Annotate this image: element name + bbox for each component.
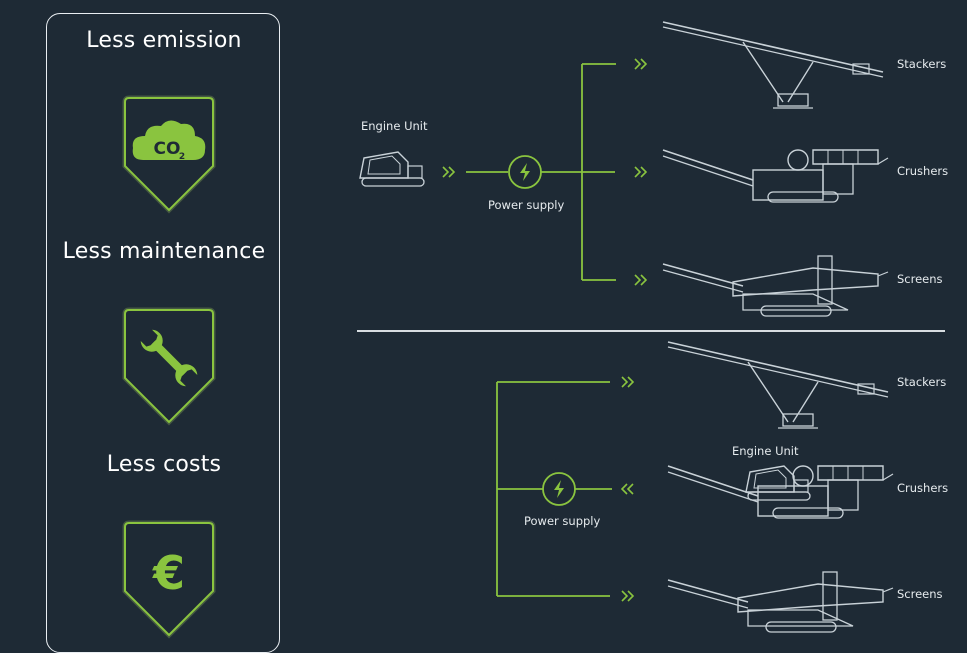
benefit-title-maintenance: Less maintenance xyxy=(62,239,266,264)
bottom-chevron-stackers xyxy=(621,376,634,388)
co2-subscript: 2 xyxy=(179,152,185,162)
bottom-stackers-label: Stackers xyxy=(897,375,947,389)
co2-cloud-icon: CO 2 xyxy=(122,95,216,214)
benefits-panel: Less emission CO 2 Less maintenance Less… xyxy=(46,13,280,653)
bottom-power-supply-label: Power supply xyxy=(524,514,601,528)
top-screens-label: Screens xyxy=(897,272,943,286)
benefit-title-costs: Less costs xyxy=(106,452,222,477)
top-chevron-stackers xyxy=(634,58,647,70)
top-chevron-engine xyxy=(442,166,455,178)
top-power-supply-icon xyxy=(508,155,542,189)
bottom-chevron-screens xyxy=(621,590,634,602)
euro-symbol: € xyxy=(152,546,185,600)
bottom-stacker-machine xyxy=(667,341,889,429)
top-power-supply-label: Power supply xyxy=(488,198,565,212)
euro-icon: € xyxy=(122,520,216,639)
top-chevron-screens xyxy=(634,274,647,286)
wrench-icon xyxy=(122,307,216,426)
section-divider xyxy=(357,330,945,332)
bottom-screens-label: Screens xyxy=(897,587,943,601)
bottom-chevron-crushers xyxy=(621,483,634,495)
top-screen-machine xyxy=(662,255,889,317)
top-engine-unit-icon xyxy=(359,151,425,187)
top-chevron-crushers xyxy=(634,166,647,178)
top-crusher-machine xyxy=(662,149,889,203)
bottom-engine-unit-label: Engine Unit xyxy=(732,444,799,458)
benefit-title-emission: Less emission xyxy=(86,28,242,53)
bottom-screen-machine xyxy=(667,571,894,633)
top-crushers-label: Crushers xyxy=(897,164,949,178)
bottom-crushers-label: Crushers xyxy=(897,481,949,495)
top-stacker-machine xyxy=(662,21,884,109)
bottom-power-supply-icon xyxy=(542,472,576,506)
top-engine-unit-label: Engine Unit xyxy=(361,119,428,133)
top-stackers-label: Stackers xyxy=(897,57,947,71)
co2-text: CO xyxy=(154,139,181,159)
